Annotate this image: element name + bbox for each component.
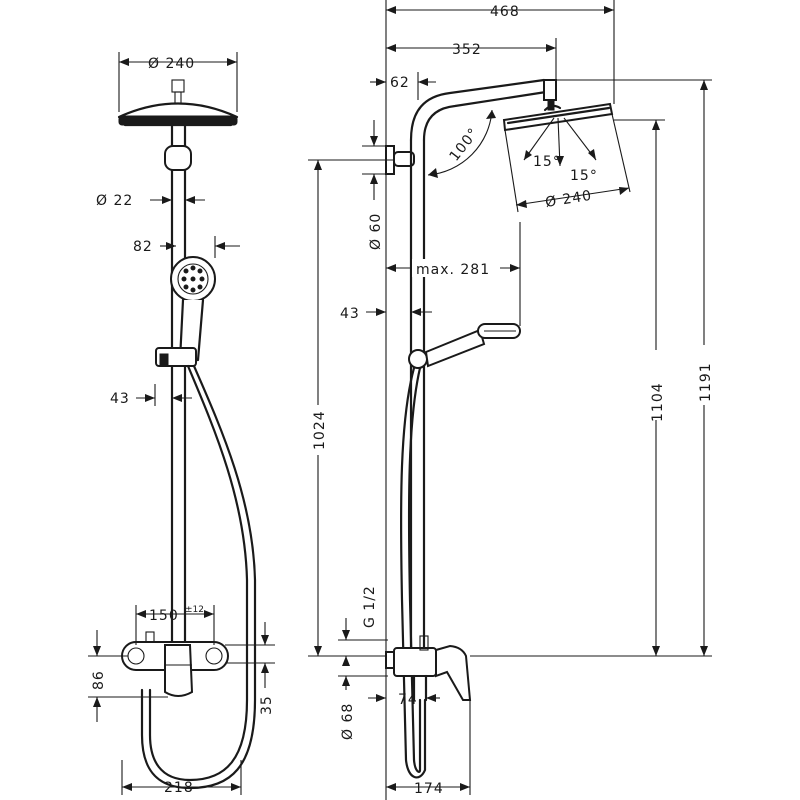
side-view: 468 352 62 100° 15° 15° Ø 240 <box>308 0 714 800</box>
dim-arm-angle: 100° <box>447 125 483 165</box>
dim-mixer-height: 86 <box>91 670 107 690</box>
shower-arm <box>409 78 557 142</box>
dim-handshower-reach: max. 281 <box>416 262 490 278</box>
dim-tilt-left: 15° <box>533 154 561 170</box>
dim-mixer-tolerance: ±12 <box>185 605 204 615</box>
dim-height-total: 1191 <box>698 362 714 402</box>
front-view: Ø 240 Ø 22 82 43 150 ±12 <box>88 52 275 796</box>
overhead-shower-head <box>117 79 239 127</box>
dim-height-head: 1104 <box>650 382 666 422</box>
side-mixer <box>385 635 472 702</box>
dim-bar-distance: 43 <box>110 391 130 407</box>
dim-side-head-diameter: Ø 240 <box>544 188 593 211</box>
shower-hose <box>140 364 257 790</box>
dim-handshower-offset: 82 <box>133 239 153 255</box>
dim-wall-offset: 62 <box>390 75 410 91</box>
dim-pipe-diameter: Ø 22 <box>96 193 133 209</box>
mixer <box>121 631 229 697</box>
dim-side-bar-distance: 43 <box>340 306 360 322</box>
dim-height-bracket: 1024 <box>312 410 328 450</box>
dim-thread: G 1/2 <box>362 585 378 628</box>
riser-pipe <box>164 123 192 657</box>
side-riser <box>409 138 426 657</box>
dim-mixer-diameter: Ø 68 <box>340 703 356 740</box>
dim-wall-bracket-diameter: Ø 60 <box>368 213 384 250</box>
dim-spout-projection: 174 <box>414 781 444 797</box>
hand-shower <box>155 256 216 367</box>
dim-arm-length: 352 <box>452 42 482 58</box>
dim-head-diameter: Ø 240 <box>148 56 195 72</box>
dim-spout-depth: 74 <box>398 692 418 708</box>
side-hand-shower <box>408 323 521 369</box>
dim-total-projection: 468 <box>490 4 520 20</box>
side-hose <box>399 366 427 779</box>
dim-mixer-centers: 150 <box>149 608 179 624</box>
dim-tilt-right: 15° <box>570 168 598 184</box>
dim-outlet-height: 35 <box>259 695 275 715</box>
dim-total-width: 218 <box>164 780 194 796</box>
side-overhead-head <box>502 102 614 132</box>
